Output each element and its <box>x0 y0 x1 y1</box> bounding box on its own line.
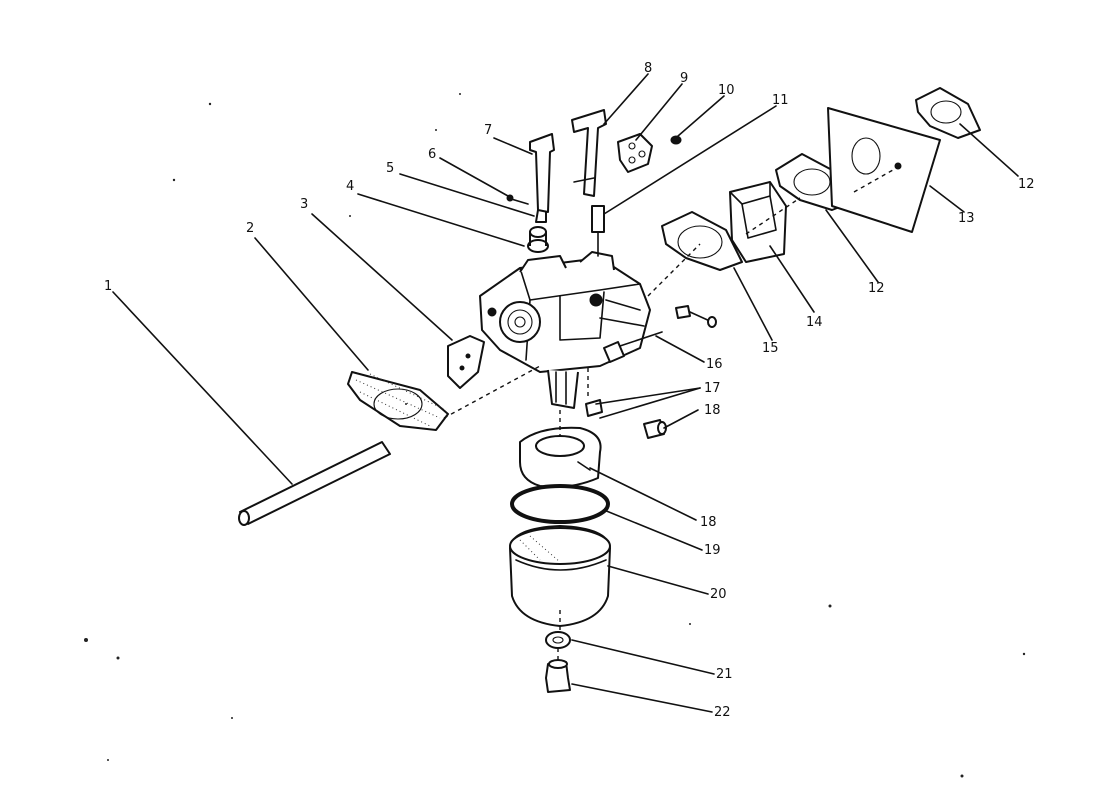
callout-2: 2 <box>246 221 254 236</box>
callout-1: 1 <box>104 279 112 294</box>
callout-18: 18 <box>704 403 721 418</box>
callout-12-top: 12 <box>1018 177 1035 192</box>
alignment-lines <box>443 165 901 660</box>
part-11-screw <box>591 205 605 257</box>
part-13-plate <box>827 107 941 233</box>
part-22-washer <box>545 631 571 649</box>
part-4 <box>527 226 549 253</box>
part-18-screw <box>643 419 667 439</box>
part-10-screw <box>670 135 682 145</box>
part-23-plug <box>545 659 571 693</box>
leader-lines <box>112 73 1019 713</box>
callout-6: 6 <box>428 147 436 162</box>
callout-11: 11 <box>772 93 789 108</box>
part-17-clips <box>585 368 603 417</box>
callout-4: 4 <box>346 179 354 194</box>
part-8-lever <box>571 109 607 197</box>
callout-18-lower: 18 <box>700 515 717 530</box>
callout-22: 21 <box>716 667 733 682</box>
callout-13: 13 <box>958 211 975 226</box>
callout-15: 15 <box>762 341 779 356</box>
callout-17: 17 <box>704 381 721 396</box>
part-screw-upper <box>675 305 717 328</box>
callout-8: 8 <box>644 61 652 76</box>
callout-12-mid: 12 <box>868 281 885 296</box>
callout-labels: 1 2 3 4 5 6 7 8 9 10 11 12 12 13 14 15 1… <box>104 61 1035 720</box>
scan-specks <box>84 93 1026 778</box>
part-7-lever <box>529 133 555 213</box>
part-1-shaft <box>238 441 391 526</box>
part-12-gasket-b <box>915 87 981 139</box>
callout-9: 9 <box>680 71 688 86</box>
part-16-screw <box>603 331 663 363</box>
callout-20: 19 <box>704 543 721 558</box>
part-19-float <box>519 426 602 488</box>
callout-23: 22 <box>714 705 731 720</box>
part-20-oring <box>510 484 610 524</box>
part-9-plate <box>617 133 653 173</box>
callout-16: 16 <box>706 357 723 372</box>
callout-14: 14 <box>806 315 823 330</box>
part-14-spacer <box>729 181 787 263</box>
callout-10: 10 <box>718 83 735 98</box>
part-21-bowl <box>509 525 611 627</box>
carburetor-body <box>479 251 651 409</box>
part-3-plate <box>447 335 485 389</box>
callout-5: 5 <box>386 161 394 176</box>
part-15-gasket <box>661 211 743 271</box>
part-2-gasket <box>347 371 449 431</box>
callout-7: 7 <box>484 123 492 138</box>
callout-3: 3 <box>300 197 308 212</box>
callout-21: 20 <box>710 587 727 602</box>
